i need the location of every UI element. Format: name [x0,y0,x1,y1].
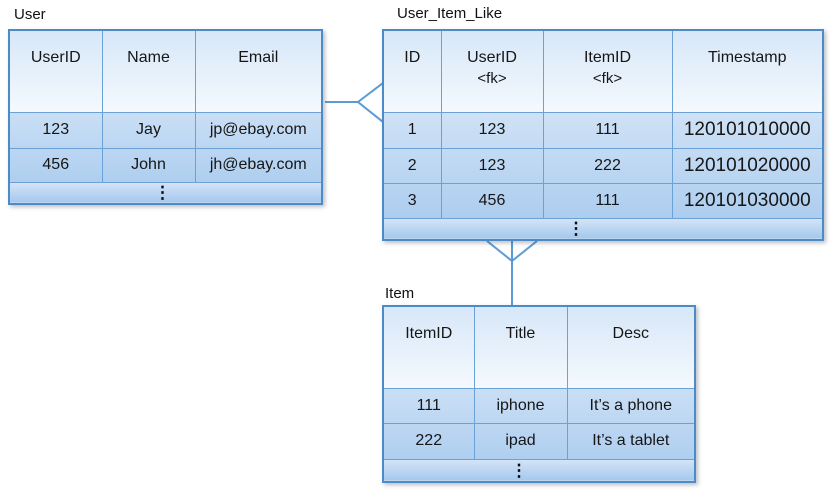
item-table-title: Item [385,285,415,302]
column-header-userid-fk: UserID <fk> [440,29,544,113]
user-table-title: User [14,6,46,23]
table-cell: 3 [382,182,442,219]
table-cell: 120101030000 [671,182,824,219]
crow-foot-icon [356,82,384,123]
table-cell: ipad [473,422,568,460]
column-header-userid: UserID [8,29,103,113]
more-rows-indicator: ⋮ [382,217,824,241]
table-row: 3 456 111 120101030000 [382,182,824,219]
foreign-key-marker: <fk> [592,70,623,87]
table-cell: 456 [440,182,544,219]
table-cell: It’s a phone [566,387,696,424]
foreign-key-marker: <fk> [477,70,507,87]
table-cell: 120101020000 [671,147,824,184]
table-cell: 120101010000 [671,111,824,149]
column-header-label: UserID [467,49,517,66]
table-cell: 456 [8,147,103,183]
more-rows-indicator: ⋮ [8,181,323,205]
column-header-itemid: ItemID [382,305,475,389]
table-row: 222 ipad It’s a tablet [382,422,696,460]
table-row: 2 123 222 120101020000 [382,147,824,184]
table-row: 123 Jay jp@ebay.com [8,111,323,149]
column-header-itemid-fk: ItemID <fk> [542,29,673,113]
ellipsis-icon: ⋮ [8,181,323,205]
column-header-email: Email [194,29,323,113]
table-cell: 1 [382,111,442,149]
table-row: 456 John jh@ebay.com [8,147,323,183]
crow-foot-icon [486,240,538,263]
table-row: 1 123 111 120101010000 [382,111,824,149]
column-header-desc: Desc [566,305,696,389]
more-rows-indicator: ⋮ [382,458,696,483]
table-cell: 111 [382,387,475,424]
table-cell: 123 [440,111,544,149]
table-cell: 222 [542,147,673,184]
item-table: ItemID Title Desc 111 iphone It’s a phon… [382,305,696,483]
table-row: 111 iphone It’s a phone [382,387,696,424]
table-cell: 2 [382,147,442,184]
user-item-like-table: ID UserID <fk> ItemID <fk> Timestamp 1 1… [382,29,824,241]
table-cell: Jay [101,111,196,149]
user-table: UserID Name Email 123 Jay jp@ebay.com 45… [8,29,323,205]
column-header-title: Title [473,305,568,389]
table-cell: John [101,147,196,183]
column-header-timestamp: Timestamp [671,29,824,113]
item-header-row: ItemID Title Desc [382,305,696,389]
table-cell: 123 [8,111,103,149]
table-cell: It’s a tablet [566,422,696,460]
table-cell: jp@ebay.com [194,111,323,149]
user-header-row: UserID Name Email [8,29,323,113]
connector-user-to-useritemlike [325,82,384,123]
connector-item-to-useritemlike [486,240,538,305]
table-cell: 123 [440,147,544,184]
ellipsis-icon: ⋮ [382,458,696,483]
useritemlike-table-title: User_Item_Like [397,5,503,22]
table-cell: 222 [382,422,475,460]
table-cell: 111 [542,182,673,219]
column-header-name: Name [101,29,196,113]
table-cell: jh@ebay.com [194,147,323,183]
ellipsis-icon: ⋮ [382,217,824,241]
column-header-id: ID [382,29,442,113]
table-cell: iphone [473,387,568,424]
column-header-label: ItemID [583,49,632,66]
table-cell: 111 [542,111,673,149]
useritemlike-header-row: ID UserID <fk> ItemID <fk> Timestamp [382,29,824,113]
